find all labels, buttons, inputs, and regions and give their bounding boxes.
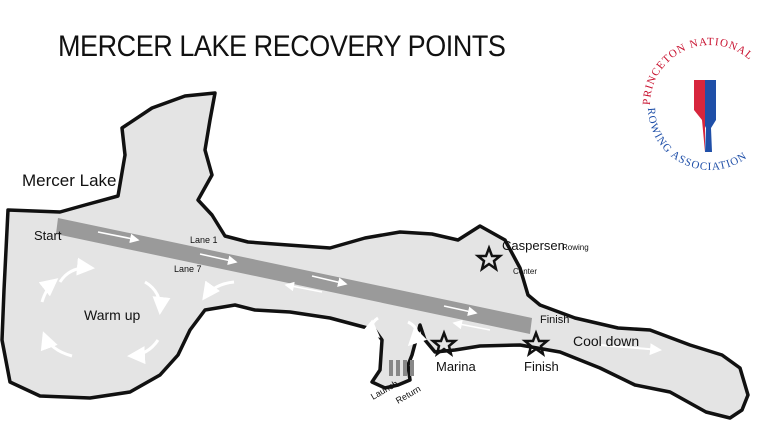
caspersen-label: Caspersen — [502, 238, 565, 253]
lake-label: Mercer Lake — [22, 171, 116, 190]
finish-lane-label: Finish — [540, 314, 569, 326]
caspersen-rowing-label: Rowing — [562, 243, 589, 252]
lane1-label: Lane 1 — [190, 235, 218, 245]
caspersen-center-label: Center — [513, 267, 537, 276]
logo-text-bottom: ROWING ASSOCIATION — [645, 107, 750, 173]
warmup-label: Warm up — [84, 307, 140, 323]
finish-star-icon — [521, 329, 551, 357]
launch-return-lanes — [389, 360, 414, 376]
lake-outline — [0, 91, 750, 420]
finish-point-label: Finish — [524, 359, 559, 374]
princeton-rowing-logo: PRINCETON NATIONAL ROWING ASSOCIATION — [641, 36, 755, 173]
marina-label: Marina — [436, 359, 477, 374]
caspersen-star-icon — [474, 244, 504, 272]
cooldown-label: Cool down — [573, 333, 639, 349]
marina-star-icon — [429, 329, 459, 357]
start-label: Start — [34, 228, 62, 243]
warmup-circle-arrows — [38, 257, 235, 365]
map-title: MERCER LAKE RECOVERY POINTS — [58, 30, 506, 63]
recovery-loop-arrows — [360, 316, 427, 347]
lane7-label: Lane 7 — [174, 264, 202, 274]
race-course — [56, 218, 532, 334]
course-arrows — [97, 231, 491, 331]
cooldown-arrow — [599, 343, 662, 356]
